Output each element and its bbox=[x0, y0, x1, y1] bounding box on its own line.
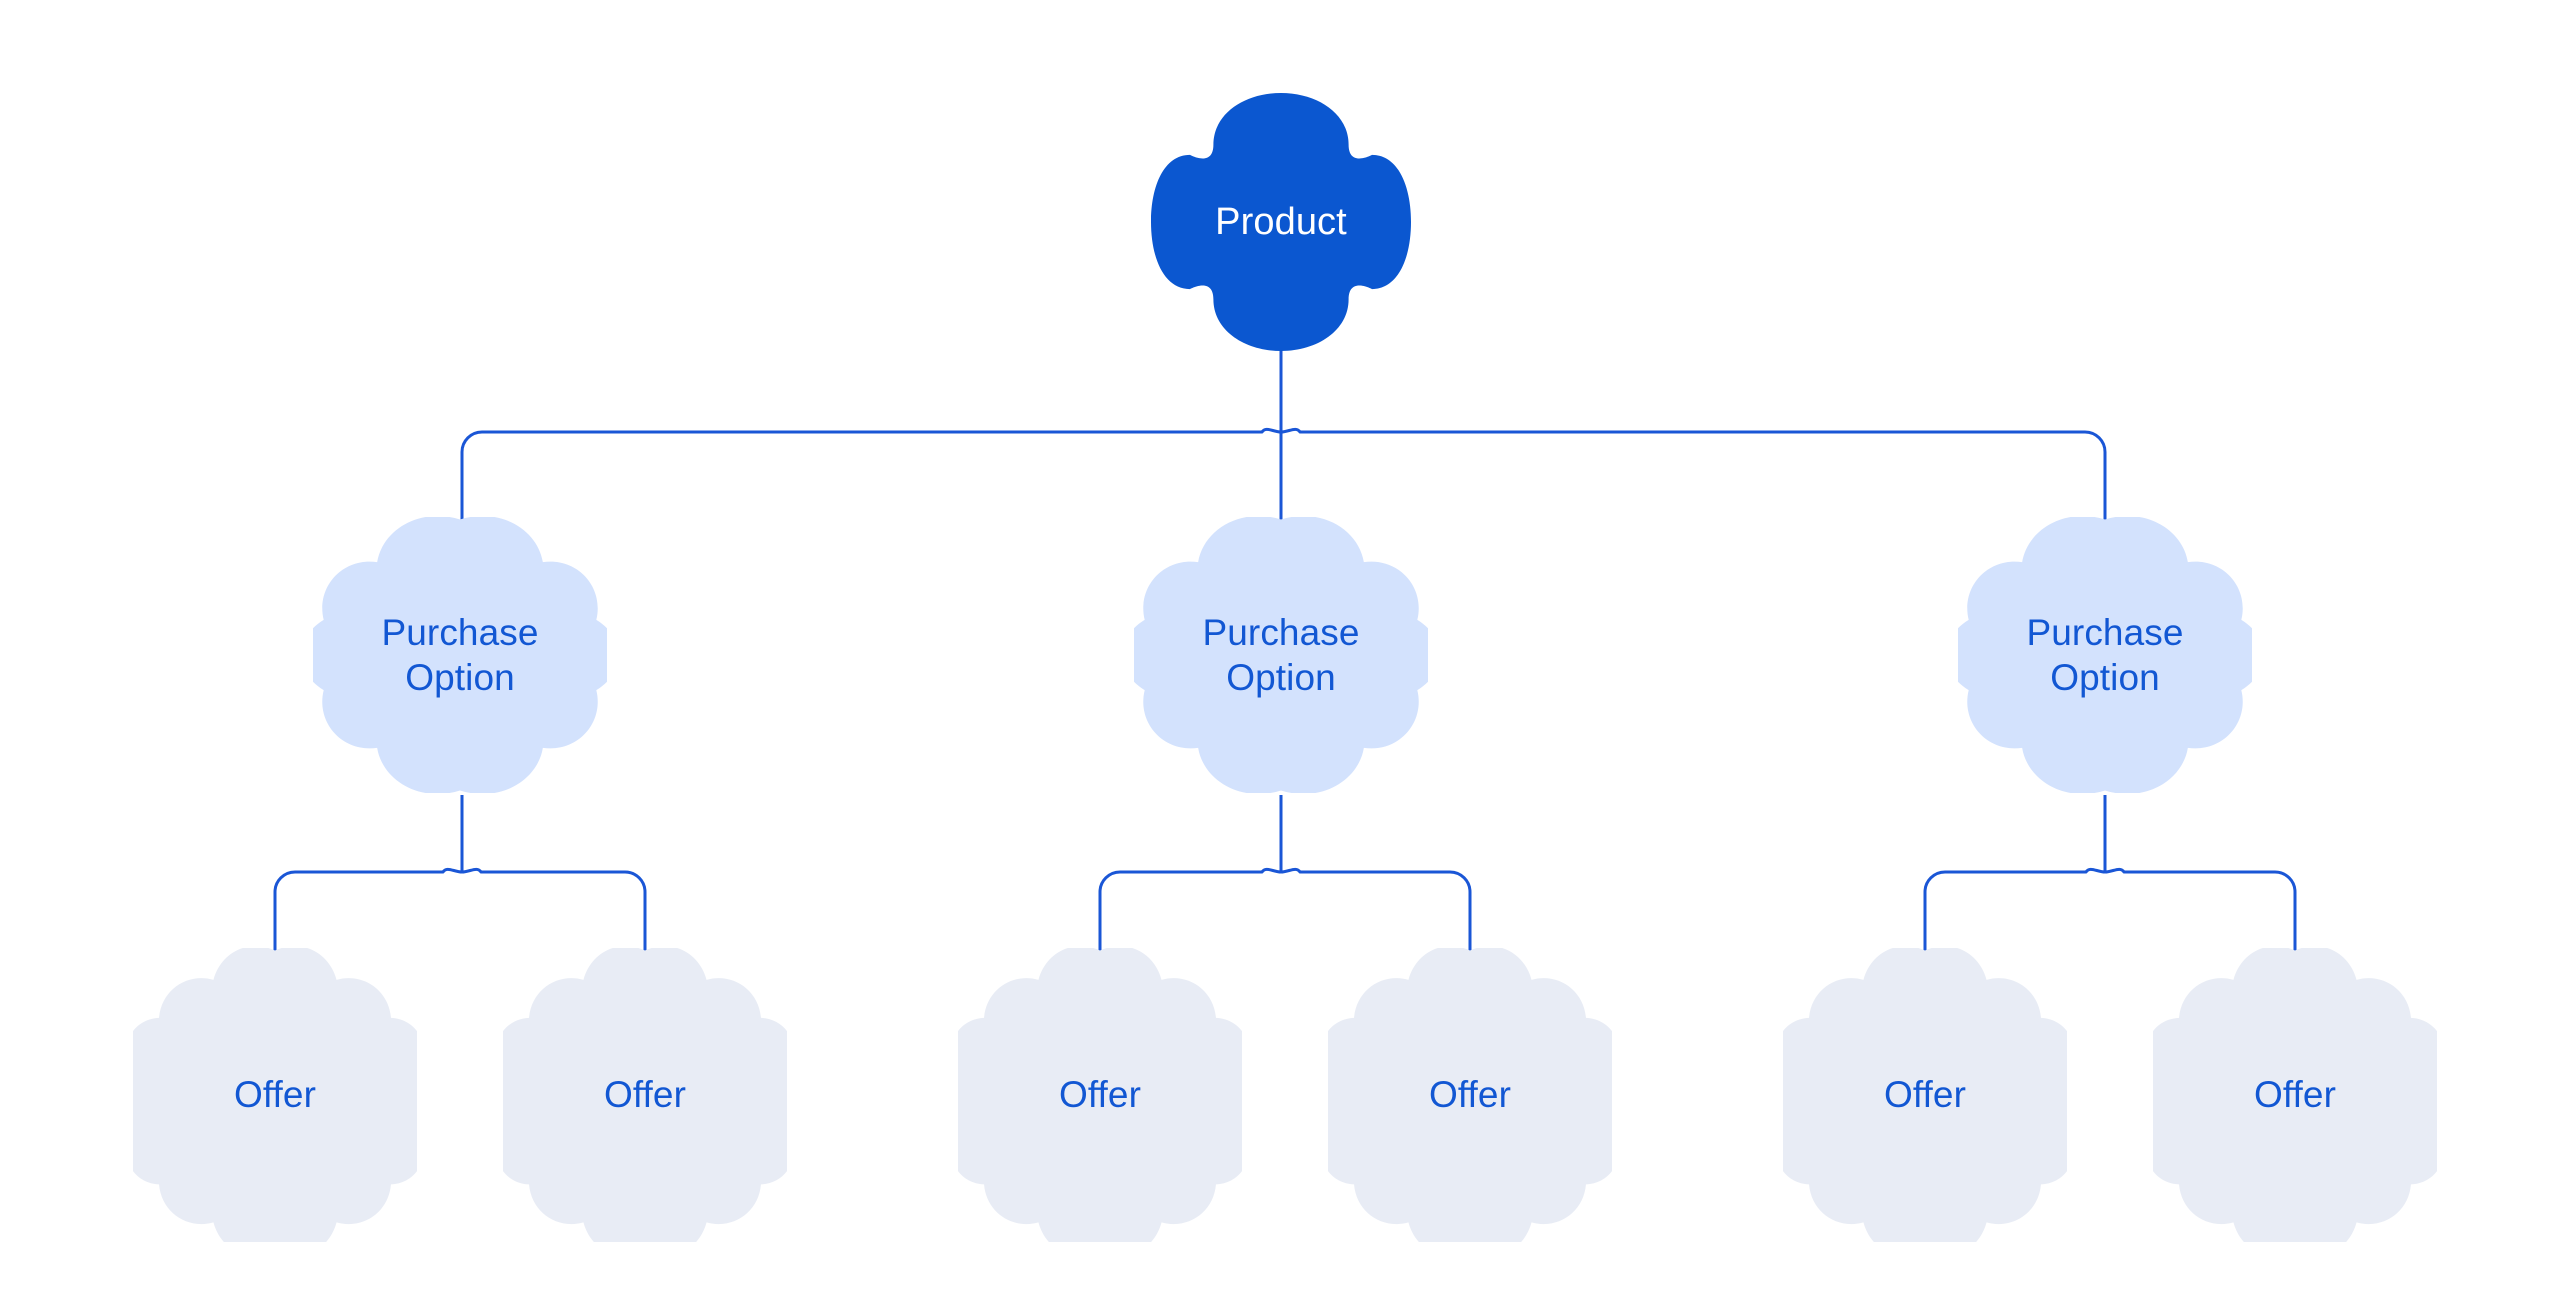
connector-option2-to-offer3 bbox=[1098, 867, 1282, 965]
node-offer-1[interactable]: Offer bbox=[133, 948, 417, 1242]
node-purchase-option-label: Purchase Option bbox=[1202, 611, 1360, 698]
node-offer-label: Offer bbox=[1428, 1074, 1512, 1116]
node-purchase-option-2[interactable]: Purchase Option bbox=[1134, 517, 1428, 793]
node-offer-4[interactable]: Offer bbox=[1328, 948, 1612, 1242]
connector-option1-to-offer1 bbox=[273, 867, 463, 965]
node-offer-label: Offer bbox=[603, 1074, 687, 1116]
node-offer-2[interactable]: Offer bbox=[503, 948, 787, 1242]
node-purchase-option-1[interactable]: Purchase Option bbox=[313, 517, 607, 793]
connector-option1-to-offer2 bbox=[461, 867, 647, 965]
node-product[interactable]: Product bbox=[1151, 93, 1411, 351]
node-offer-label: Offer bbox=[2253, 1074, 2337, 1116]
node-offer-label: Offer bbox=[1883, 1074, 1967, 1116]
connector-product-to-option-right bbox=[1280, 427, 2107, 530]
connector-option2-to-offer4 bbox=[1280, 867, 1472, 965]
node-product-label: Product bbox=[1215, 200, 1347, 243]
node-purchase-option-3[interactable]: Purchase Option bbox=[1958, 517, 2252, 793]
node-offer-5[interactable]: Offer bbox=[1783, 948, 2067, 1242]
connector-option3-to-offer5 bbox=[1923, 867, 2106, 965]
node-purchase-option-label: Purchase Option bbox=[381, 611, 539, 698]
node-offer-6[interactable]: Offer bbox=[2153, 948, 2437, 1242]
connector-option3-to-offer6 bbox=[2104, 867, 2297, 965]
node-offer-3[interactable]: Offer bbox=[958, 948, 1242, 1242]
connector-product-to-option-left bbox=[460, 427, 1282, 530]
node-offer-label: Offer bbox=[1058, 1074, 1142, 1116]
node-offer-label: Offer bbox=[233, 1074, 317, 1116]
node-purchase-option-label: Purchase Option bbox=[2026, 611, 2184, 698]
